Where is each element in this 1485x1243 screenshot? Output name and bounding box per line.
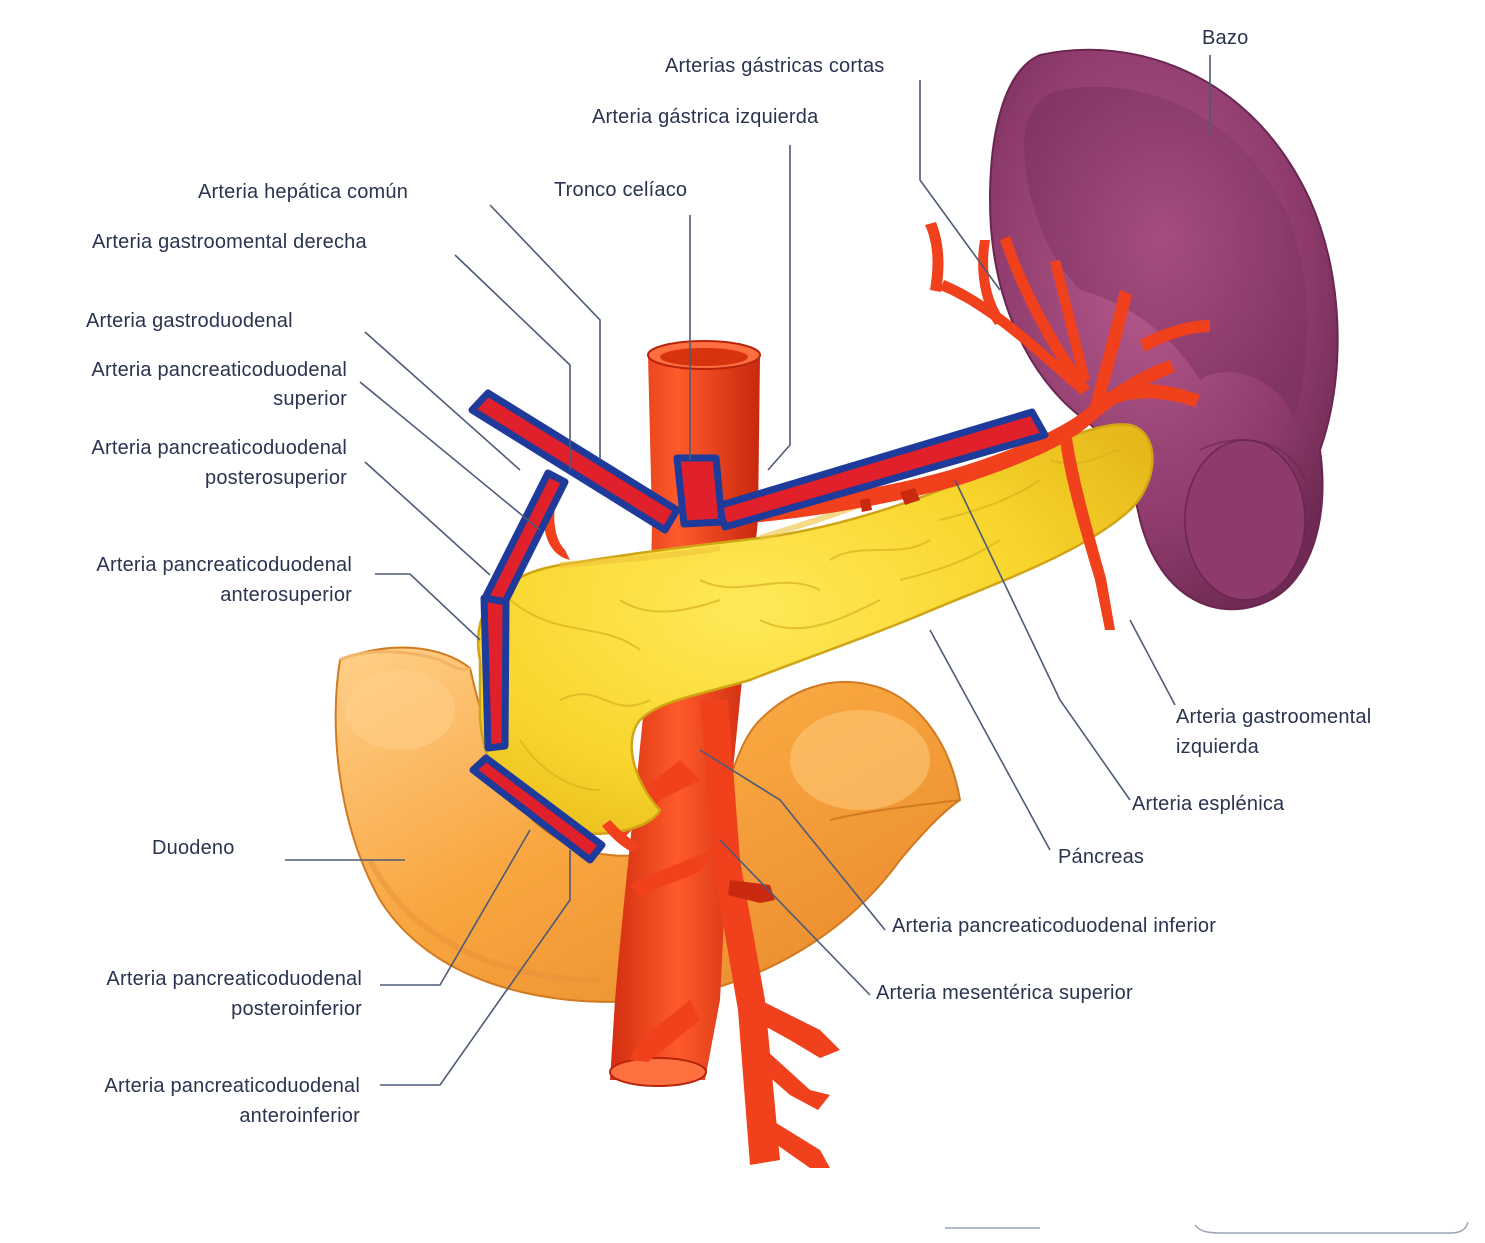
label-arteria-gastroduodenal: Arteria gastroduodenal bbox=[86, 310, 293, 332]
superior-mesenteric-artery bbox=[610, 700, 840, 1168]
label-pd-posteroinferior-line1: Arteria pancreaticoduodenal bbox=[106, 968, 362, 990]
duodenum bbox=[334, 646, 962, 1003]
label-pd-anterosuperior-line1: Arteria pancreaticoduodenal bbox=[96, 554, 352, 576]
label-arterias-gastricas-cortas: Arterias gástricas cortas bbox=[665, 55, 885, 77]
highlight-hepatic-common bbox=[468, 389, 681, 534]
label-pd-posteroinferior-line2: posteroinferior bbox=[231, 998, 362, 1020]
leader-lines bbox=[285, 55, 1211, 1086]
label-duodeno: Duodeno bbox=[152, 837, 235, 859]
highlight-splenic bbox=[714, 408, 1049, 531]
label-pd-superior-line1: Arteria pancreaticoduodenal bbox=[91, 359, 347, 381]
splenic-artery bbox=[720, 222, 1210, 630]
label-pd-anterosuperior-line2: anterosuperior bbox=[220, 584, 352, 606]
label-gastroomental-izquierda-line2: izquierda bbox=[1176, 736, 1260, 758]
label-pd-posterosuperior-line2: posterosuperior bbox=[205, 467, 347, 489]
label-pancreas: Páncreas bbox=[1058, 846, 1144, 868]
label-pd-anteroinferior-line1: Arteria pancreaticoduodenal bbox=[104, 1075, 360, 1097]
label-arteria-mesenterica-superior: Arteria mesentérica superior bbox=[876, 982, 1133, 1004]
highlight-pd-anterosuperior bbox=[480, 594, 510, 752]
label-gastroomental-izquierda-line1: Arteria gastroomental bbox=[1176, 706, 1371, 728]
label-arteria-esplenica: Arteria esplénica bbox=[1132, 793, 1285, 815]
highlight-pd-inferior-arc bbox=[469, 754, 606, 864]
highlight-celiac-trunk bbox=[673, 454, 726, 528]
bottom-marks bbox=[945, 1221, 1469, 1234]
label-pd-superior-line2: superior bbox=[273, 388, 347, 410]
label-arteria-hepatica-comun: Arteria hepática común bbox=[198, 181, 408, 203]
labels: Bazo Arterias gástricas cortas Arteria g… bbox=[86, 27, 1371, 1127]
label-arteria-gastroomental-derecha: Arteria gastroomental derecha bbox=[92, 231, 368, 253]
label-tronco-celiaco: Tronco celíaco bbox=[554, 179, 687, 201]
label-pd-posterosuperior-line1: Arteria pancreaticoduodenal bbox=[91, 437, 347, 459]
highlighted-arteries bbox=[468, 389, 1049, 864]
label-bazo: Bazo bbox=[1202, 27, 1248, 49]
label-pd-anteroinferior-line2: anteroinferior bbox=[239, 1105, 360, 1127]
label-pd-inferior: Arteria pancreaticoduodenal inferior bbox=[892, 915, 1216, 937]
label-arteria-gastrica-izquierda: Arteria gástrica izquierda bbox=[592, 106, 819, 128]
